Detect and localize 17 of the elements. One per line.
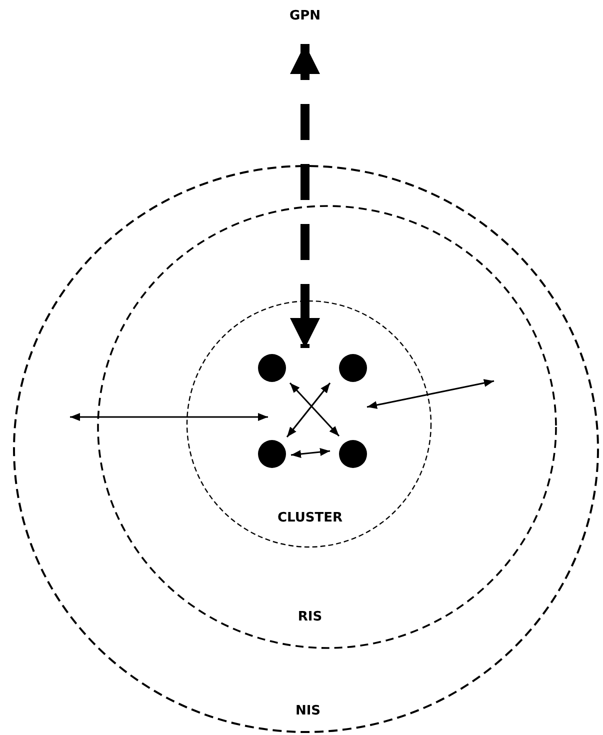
node-label: RIS <box>298 610 322 624</box>
arrow <box>290 448 330 458</box>
dot <box>339 354 367 382</box>
dot <box>339 440 367 468</box>
dot <box>258 440 286 468</box>
dashed-circle <box>97 205 557 649</box>
arrow <box>286 382 331 438</box>
dot <box>258 354 286 382</box>
arrow <box>366 379 494 409</box>
dashed-circle <box>13 165 599 733</box>
arrow <box>70 413 268 421</box>
arrow <box>290 44 320 348</box>
node-label: GPN <box>289 8 321 24</box>
node-label: CLUSTER <box>277 510 343 526</box>
dashed-circle <box>186 300 432 548</box>
node-label: NIS <box>295 704 321 718</box>
arrow <box>289 382 340 437</box>
